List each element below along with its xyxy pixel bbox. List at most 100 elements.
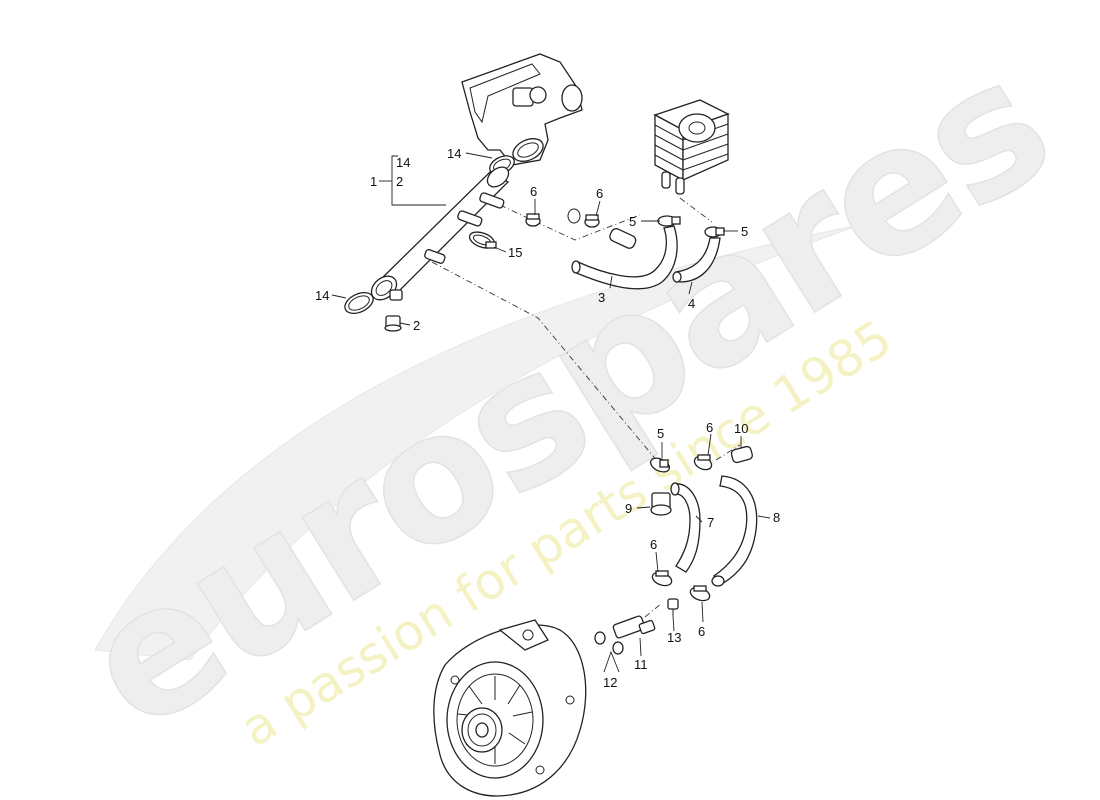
coolant-pipe-upper-end xyxy=(486,166,510,188)
callout-5-right: 5 xyxy=(741,224,748,239)
coolant-pipe-nipple-2 xyxy=(457,210,483,227)
leader-14-lower xyxy=(331,294,347,299)
leader-12 xyxy=(603,650,620,673)
oil-cooler-left-spigot xyxy=(661,171,671,189)
sealing-rings-12 xyxy=(594,631,624,655)
leader-2 xyxy=(399,322,411,326)
callout-10: 10 xyxy=(734,421,748,436)
thermostat-side-outlet xyxy=(561,84,583,112)
sealing-ring-12-b xyxy=(612,641,624,655)
callout-14-bracket: 14 xyxy=(396,155,410,170)
leader-6-lower-right xyxy=(701,601,704,623)
leader-11 xyxy=(639,637,642,657)
leader-6-b xyxy=(595,200,601,217)
leader-8 xyxy=(757,515,771,519)
coolant-pipe xyxy=(370,166,510,301)
callout-2-bracket: 2 xyxy=(396,174,403,189)
dashed-line-hose-to-cooler xyxy=(499,204,641,241)
oil-cooler-fins xyxy=(654,123,729,171)
hose-clamp-15-lug xyxy=(485,241,497,249)
callout-14-upper: 14 xyxy=(447,146,461,161)
callout-15: 15 xyxy=(508,245,522,260)
hose-clamp-5-upper-left xyxy=(657,215,681,227)
hose-clamp-6-lower-right xyxy=(689,585,711,602)
hose-clamp-5-lower xyxy=(649,457,671,473)
coolant-hose-4 xyxy=(675,237,721,283)
hose-clamp-5-upper-right xyxy=(704,226,725,238)
leader-13 xyxy=(672,615,675,632)
alternator-pulley-hub xyxy=(475,722,489,738)
oil-cooler xyxy=(653,99,730,195)
leader-4 xyxy=(688,281,693,295)
hose-clamp-upper-b xyxy=(567,208,600,228)
union-fitting-11 xyxy=(612,615,656,639)
plug-9-flange xyxy=(650,504,672,516)
callout-4: 4 xyxy=(688,296,695,311)
connection-lines xyxy=(431,197,741,618)
hose-clamp-upper-b-lug xyxy=(585,214,599,221)
alternator-mount-hole xyxy=(522,629,534,641)
coolant-hose-3 xyxy=(573,225,678,290)
union-fitting-11-nut xyxy=(638,619,656,635)
callout-6-lower-right: 6 xyxy=(698,624,705,639)
dashed-line-pipe-to-clamp xyxy=(431,261,659,463)
seal-ring-lower-inner xyxy=(348,295,370,311)
hose-clamp-5-upper-left-screw xyxy=(671,216,681,225)
bleed-screw-13 xyxy=(667,598,679,616)
coolant-hose-3-end xyxy=(571,260,581,274)
alternator-bolt-3 xyxy=(535,765,545,775)
dashed-line-clamp-to-cap xyxy=(715,444,741,461)
callout-7: 7 xyxy=(707,515,714,530)
callout-9: 9 xyxy=(625,501,632,516)
watermark-swoosh xyxy=(94,224,861,661)
callout-14-lower: 14 xyxy=(315,288,329,303)
alternator-pulley-groove xyxy=(467,713,497,747)
thermostat-housing-inner xyxy=(469,63,541,124)
plug-9 xyxy=(650,492,672,516)
oil-cooler-center-bore xyxy=(688,121,706,135)
leader-9 xyxy=(636,506,651,509)
drain-plug-base xyxy=(384,324,402,332)
sealing-cap-10 xyxy=(730,445,753,464)
oil-cooler-right-spigot xyxy=(675,177,685,195)
hose-clamp-15 xyxy=(468,231,497,249)
coolant-hose-8-end xyxy=(711,575,725,587)
alternator-mount-ear xyxy=(498,619,549,651)
coolant-hose-7 xyxy=(673,483,701,573)
hose-clamp-6-lower-top-lug xyxy=(697,454,711,461)
hose-clamp-5-upper-right-screw xyxy=(715,227,725,236)
callout-5-left: 5 xyxy=(629,214,636,229)
coolant-pipe-body xyxy=(376,171,510,293)
coolant-hose-7-end xyxy=(670,482,680,496)
hose-clamp-6-lower-left xyxy=(651,570,673,587)
callout-labels: 14 2 1 14 14 2 15 6 6 5 5 3 4 5 6 10 9 7… xyxy=(315,146,780,690)
coolant-pipe-lower-bore xyxy=(375,280,393,296)
callout-3: 3 xyxy=(598,290,605,305)
leader-15 xyxy=(493,246,507,253)
coolant-pipe-nipple-3 xyxy=(424,249,446,264)
coolant-hose-4-end xyxy=(672,271,682,283)
leader-7 xyxy=(695,515,703,523)
hose-clamp-upper-a-lug xyxy=(526,213,540,220)
callout-2: 2 xyxy=(413,318,420,333)
hose-clamp-6-lower-right-lug xyxy=(693,585,707,592)
coolant-pipe-nipple-1 xyxy=(479,192,505,209)
hose-clamp-6-lower-top xyxy=(693,454,713,471)
alternator-bolt-2 xyxy=(565,695,575,705)
thermostat-sensor-cap xyxy=(529,86,547,104)
alternator xyxy=(433,619,587,797)
hose-clamp-upper-b-open xyxy=(567,208,581,224)
coolant-pipe-drain-boss xyxy=(389,289,403,301)
callout-13: 13 xyxy=(667,630,681,645)
callout-5-lower: 5 xyxy=(657,426,664,441)
bleed-screw-13-head xyxy=(667,598,679,610)
hose-clamp-5-lower-screw xyxy=(659,459,669,468)
thermostat-housing xyxy=(461,53,583,166)
alternator-bolt-1 xyxy=(450,675,460,685)
coolant-hose-8 xyxy=(712,475,758,585)
callout-12: 12 xyxy=(603,675,617,690)
callout-1: 1 xyxy=(370,174,377,189)
union-fitting-11-body xyxy=(612,615,646,639)
leader-6-lower-left xyxy=(655,551,659,573)
dashed-line-fitting xyxy=(644,602,663,618)
